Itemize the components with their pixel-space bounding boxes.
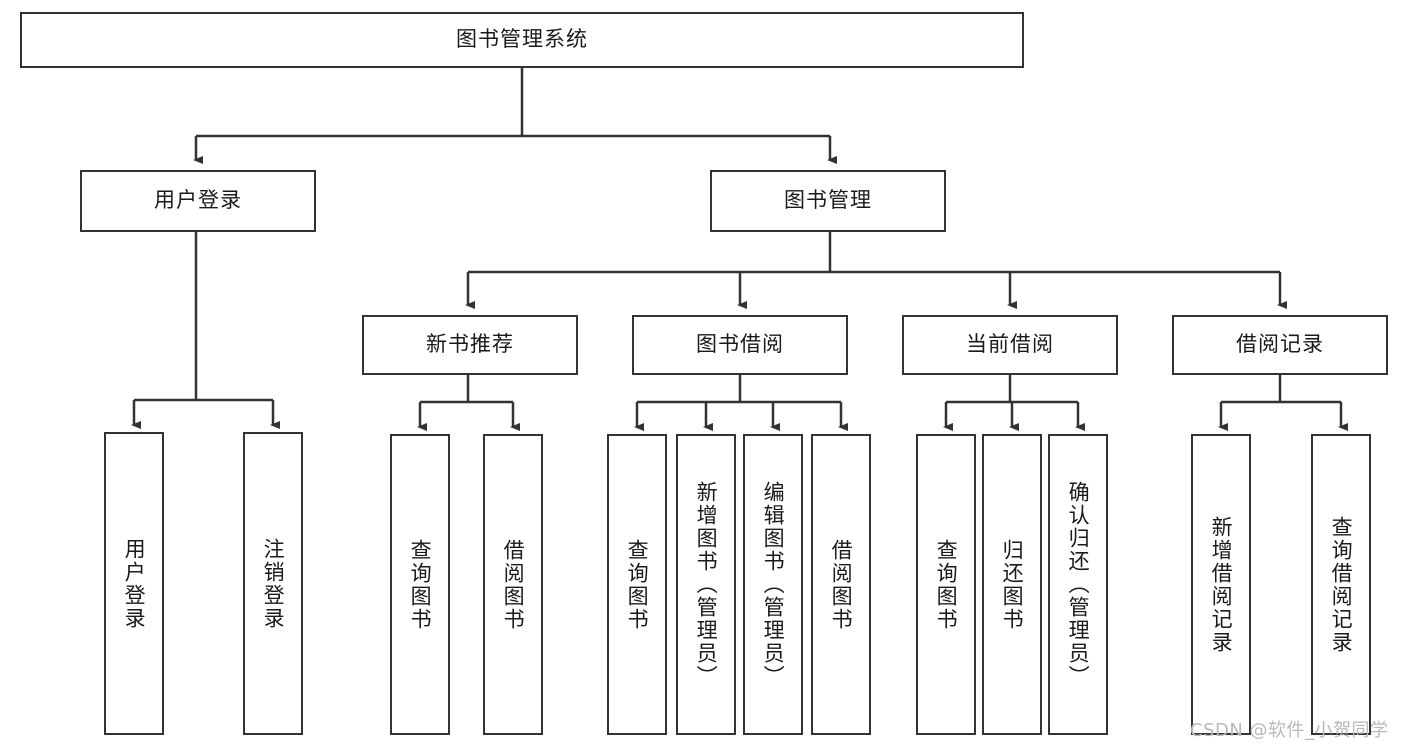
node-leaf-logout-label: 注销登录 [261, 537, 286, 630]
node-leaf-add-book-label: 新增图书（管理员） [694, 481, 719, 688]
node-new-book-recommend[interactable]: 新书推荐 [362, 315, 578, 375]
node-leaf-borrow-book-2[interactable]: 借阅图书 [811, 434, 871, 735]
node-book-manage-label: 图书管理 [784, 188, 872, 213]
node-leaf-query-record[interactable]: 查询借阅记录 [1311, 434, 1371, 735]
node-leaf-borrow-book-1-label: 借阅图书 [501, 538, 526, 631]
node-leaf-return-book[interactable]: 归还图书 [982, 434, 1042, 735]
node-leaf-query-book-3-label: 查询图书 [934, 538, 959, 631]
node-leaf-borrow-book-2-label: 借阅图书 [829, 538, 854, 631]
node-leaf-add-record[interactable]: 新增借阅记录 [1191, 434, 1251, 735]
node-book-borrow[interactable]: 图书借阅 [632, 315, 848, 375]
node-book-manage[interactable]: 图书管理 [710, 170, 946, 232]
node-leaf-query-book-2[interactable]: 查询图书 [607, 434, 667, 735]
node-leaf-add-record-label: 新增借阅记录 [1209, 515, 1234, 654]
node-leaf-logout[interactable]: 注销登录 [243, 432, 303, 735]
node-leaf-confirm-return[interactable]: 确认归还（管理员） [1048, 434, 1108, 735]
node-leaf-confirm-return-label: 确认归还（管理员） [1066, 481, 1091, 688]
node-borrow-record[interactable]: 借阅记录 [1172, 315, 1388, 375]
node-leaf-edit-book-label: 编辑图书（管理员） [761, 481, 786, 688]
node-user-login[interactable]: 用户登录 [80, 170, 316, 232]
node-borrow-record-label: 借阅记录 [1236, 332, 1324, 357]
node-book-borrow-label: 图书借阅 [696, 332, 784, 357]
node-leaf-query-record-label: 查询借阅记录 [1329, 515, 1354, 654]
node-leaf-user-login[interactable]: 用户登录 [104, 432, 164, 735]
csdn-watermark: CSDN @软件_小贺同学 [1190, 720, 1389, 741]
node-root-label: 图书管理系统 [456, 27, 588, 52]
node-new-book-recommend-label: 新书推荐 [426, 332, 514, 357]
node-user-login-label: 用户登录 [154, 188, 242, 213]
node-root[interactable]: 图书管理系统 [20, 12, 1024, 68]
node-current-borrow-label: 当前借阅 [966, 332, 1054, 357]
node-leaf-user-login-label: 用户登录 [122, 537, 147, 630]
node-leaf-add-book[interactable]: 新增图书（管理员） [676, 434, 736, 735]
node-leaf-edit-book[interactable]: 编辑图书（管理员） [743, 434, 803, 735]
node-leaf-query-book-2-label: 查询图书 [625, 538, 650, 631]
node-leaf-borrow-book-1[interactable]: 借阅图书 [483, 434, 543, 735]
node-leaf-query-book-1-label: 查询图书 [408, 538, 433, 631]
node-current-borrow[interactable]: 当前借阅 [902, 315, 1118, 375]
node-leaf-query-book-1[interactable]: 查询图书 [390, 434, 450, 735]
node-leaf-return-book-label: 归还图书 [1000, 538, 1025, 631]
node-leaf-query-book-3[interactable]: 查询图书 [916, 434, 976, 735]
